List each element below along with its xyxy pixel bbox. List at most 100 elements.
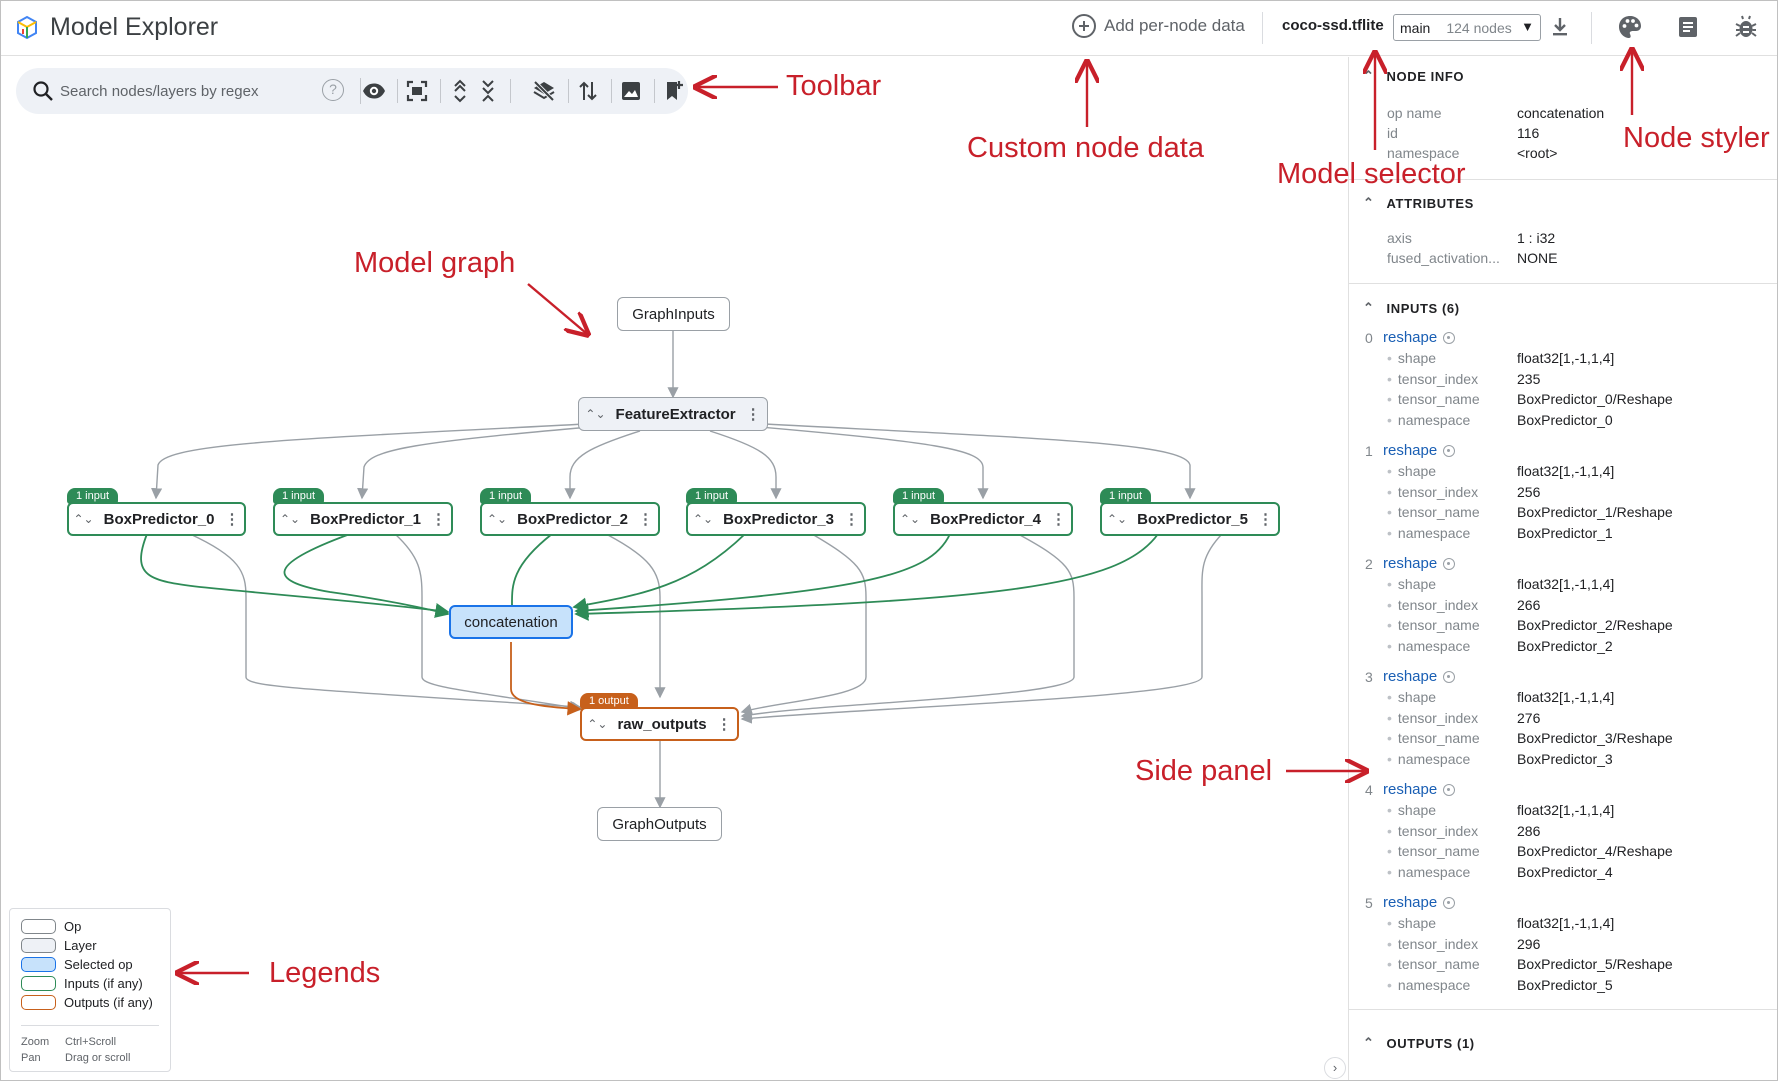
node-box-predictor-4[interactable]: ⌃⌄ BoxPredictor_4 ⋮	[893, 502, 1073, 536]
sort-icon[interactable]	[576, 79, 600, 103]
input-field-value: 266	[1517, 596, 1541, 613]
input-field-value: float32[1,-1,1,4]	[1517, 915, 1615, 931]
input-count-badge: 1 input	[67, 488, 119, 504]
add-per-node-data-button[interactable]: Add per-node data	[1072, 14, 1245, 38]
edge-fe-bp5	[764, 423, 1196, 500]
toolbar-divider	[440, 79, 441, 103]
expand-icon[interactable]: ⌃⌄	[280, 512, 301, 526]
bug-icon[interactable]	[1733, 14, 1759, 40]
input-op-link[interactable]: reshape	[1383, 668, 1456, 685]
input-field-key: tensor_index	[1387, 484, 1478, 500]
palette-icon[interactable]	[1617, 14, 1643, 40]
legend-swatch	[21, 976, 56, 991]
input-op-link[interactable]: reshape	[1383, 894, 1456, 911]
hint-action: Pan	[21, 1052, 41, 1064]
collapse-all-icon[interactable]	[476, 79, 500, 103]
input-op-link[interactable]: reshape	[1383, 781, 1456, 798]
node-concatenation[interactable]: concatenation	[449, 605, 573, 639]
input-op-name: reshape	[1383, 329, 1438, 346]
input-field-value: float32[1,-1,1,4]	[1517, 689, 1615, 705]
locate-icon[interactable]	[1443, 444, 1456, 457]
expand-icon[interactable]: ⌃⌄	[693, 512, 714, 526]
legend-label: Inputs (if any)	[64, 976, 143, 991]
input-field-value: 235	[1517, 370, 1541, 387]
node-box-predictor-0[interactable]: ⌃⌄ BoxPredictor_0 ⋮	[67, 502, 246, 536]
node-label: BoxPredictor_0	[103, 510, 215, 528]
more-icon[interactable]: ⋮	[224, 511, 240, 528]
input-op-link[interactable]: reshape	[1383, 555, 1456, 572]
model-graph[interactable]: GraphInputs ⌃⌄ FeatureExtractor ⋮ 1 inpu…	[0, 57, 1350, 1081]
node-graph-inputs[interactable]: GraphInputs	[617, 297, 730, 331]
input-field-value: BoxPredictor_3	[1517, 750, 1613, 767]
more-icon[interactable]: ⋮	[716, 716, 732, 733]
input-op-link[interactable]: reshape	[1383, 329, 1456, 346]
locate-icon[interactable]	[1443, 896, 1456, 909]
node-box-predictor-2[interactable]: ⌃⌄ BoxPredictor_2 ⋮	[480, 502, 660, 536]
edge-bp3-raw	[740, 533, 867, 715]
input-field-value: float32[1,-1,1,4]	[1517, 802, 1615, 818]
expand-icon[interactable]: ⌃⌄	[73, 512, 94, 526]
hide-layers-icon[interactable]	[532, 79, 556, 103]
annotation-node-styler: Node styler	[1623, 122, 1770, 154]
more-icon[interactable]: ⋮	[1257, 511, 1273, 528]
more-icon[interactable]: ⋮	[637, 511, 653, 528]
more-icon[interactable]: ⋮	[1050, 511, 1066, 528]
collapse-panel-button[interactable]: ›	[1324, 1057, 1346, 1079]
more-icon[interactable]: ⋮	[745, 406, 761, 423]
node-feature-extractor[interactable]: ⌃⌄ FeatureExtractor ⋮	[578, 397, 768, 431]
edge-fe-bp4	[759, 426, 989, 500]
locate-icon[interactable]	[1443, 331, 1456, 344]
graph-edges	[140, 331, 1223, 809]
more-icon[interactable]: ⋮	[843, 511, 859, 528]
app-title: Model Explorer	[50, 13, 219, 41]
input-op-name: reshape	[1383, 781, 1438, 798]
fit-screen-icon[interactable]	[405, 79, 429, 103]
node-graph-outputs[interactable]: GraphOutputs	[597, 807, 722, 841]
help-icon[interactable]: ?	[322, 79, 344, 101]
input-op-link[interactable]: reshape	[1383, 442, 1456, 459]
input-index: 5	[1365, 895, 1373, 911]
expand-all-icon[interactable]	[448, 79, 472, 103]
screenshot-icon[interactable]	[619, 79, 643, 103]
expand-icon[interactable]: ⌃⌄	[900, 512, 921, 526]
locate-icon[interactable]	[1443, 783, 1456, 796]
legend-item-op: Op	[21, 919, 81, 934]
model-file-name[interactable]: coco-ssd.tflite	[1282, 17, 1384, 34]
section-header-node-info[interactable]: ⌃ NODE INFO	[1363, 68, 1464, 84]
expand-icon[interactable]: ⌃⌄	[587, 717, 608, 731]
node-box-predictor-3[interactable]: ⌃⌄ BoxPredictor_3 ⋮	[686, 502, 866, 536]
expand-icon[interactable]: ⌃⌄	[1107, 512, 1128, 526]
section-title: ATTRIBUTES	[1386, 195, 1474, 211]
input-index: 0	[1365, 330, 1373, 346]
add-per-node-data-label: Add per-node data	[1104, 16, 1245, 35]
annotation-custom-node-data: Custom node data	[967, 132, 1204, 164]
input-field-key: shape	[1387, 576, 1436, 592]
section-header-inputs[interactable]: ⌃ INPUTS (6)	[1363, 300, 1460, 316]
more-icon[interactable]: ⋮	[430, 511, 446, 528]
document-icon[interactable]	[1675, 14, 1701, 40]
expand-icon[interactable]: ⌃⌄	[487, 512, 508, 526]
section-header-outputs[interactable]: ⌃ OUTPUTS (1)	[1363, 1035, 1475, 1051]
subgraph-name: main	[1400, 19, 1431, 36]
model-explorer-logo-icon	[17, 15, 37, 40]
node-box-predictor-5[interactable]: ⌃⌄ BoxPredictor_5 ⋮	[1100, 502, 1280, 536]
locate-icon[interactable]	[1443, 670, 1456, 683]
section-header-attributes[interactable]: ⌃ ATTRIBUTES	[1363, 195, 1474, 211]
input-field-value: 286	[1517, 822, 1541, 839]
info-value: 116	[1517, 125, 1540, 141]
subgraph-select[interactable]: main 124 nodes ▼	[1393, 14, 1541, 41]
node-raw-outputs[interactable]: ⌃⌄ raw_outputs ⋮	[580, 707, 739, 741]
input-field-key: tensor_name	[1387, 504, 1480, 520]
eye-icon[interactable]	[362, 79, 386, 103]
node-box-predictor-1[interactable]: ⌃⌄ BoxPredictor_1 ⋮	[273, 502, 453, 536]
chevron-up-icon: ⌃	[1363, 1035, 1375, 1050]
hint-keys: Drag or scroll	[65, 1052, 131, 1064]
expand-icon[interactable]: ⌃⌄	[585, 407, 606, 421]
input-field-value: BoxPredictor_1/Reshape	[1517, 504, 1673, 520]
legend-label: Outputs (if any)	[64, 995, 153, 1010]
search-input[interactable]	[60, 77, 306, 105]
download-icon[interactable]	[1547, 14, 1573, 40]
bookmark-icon[interactable]	[662, 79, 686, 103]
locate-icon[interactable]	[1443, 557, 1456, 570]
